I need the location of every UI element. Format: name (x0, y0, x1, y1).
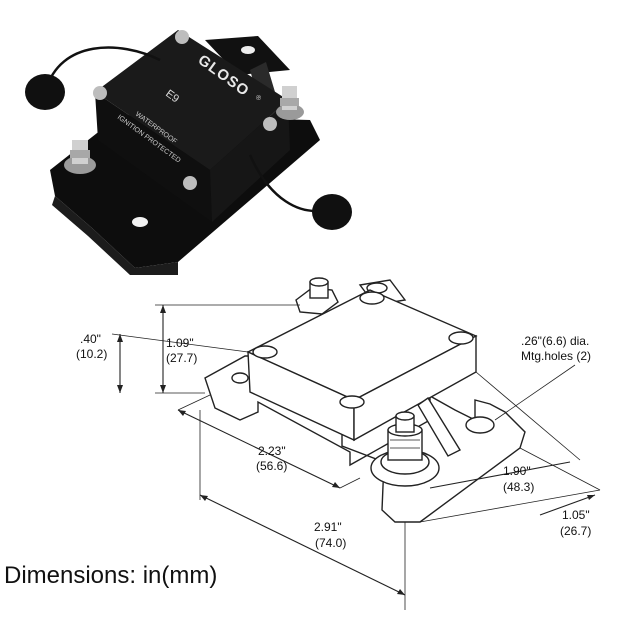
drawing-front-terminal-icon (370, 411, 440, 487)
photo-screw-icon (175, 30, 189, 44)
photo-screw-icon (263, 117, 277, 131)
photo-right-cap-icon (312, 194, 352, 230)
photo-screw-icon (93, 86, 107, 100)
dim-height-total-in: 1.09" (166, 336, 194, 350)
drawing-left-hole-icon (231, 372, 249, 384)
dim-height-base-in: .40" (80, 332, 101, 346)
drawing-rear-terminal-icon (295, 277, 339, 315)
dim-depth-body-mm: (48.3) (503, 480, 534, 494)
photo-right-terminal-icon (276, 86, 304, 120)
photo-left-terminal-icon (64, 140, 96, 174)
dim-length-total-mm: (74.0) (315, 536, 346, 550)
photo-left-cap-icon (25, 74, 65, 110)
breaker-photo: GLOSO ® E9 WATERPROOF IGNITION PROTECTED (25, 30, 352, 275)
dim-width-body-in: 2.23" (258, 444, 286, 458)
breaker-line-drawing (204, 277, 526, 523)
dim-height-total-mm: (27.7) (166, 351, 197, 365)
drawing-right-hole-icon (465, 416, 495, 434)
dim-depth-hole-in: 1.05" (562, 508, 590, 522)
dim-hole-diameter: .26"(6.6) dia. (521, 334, 589, 348)
photo-mount-hole-icon (132, 217, 148, 227)
dim-depth-hole-mm: (26.7) (560, 524, 591, 538)
dim-depth-body-in: 1.90" (503, 464, 531, 478)
dim-length-total-in: 2.91" (314, 520, 342, 534)
dim-hole-label: Mtg.holes (2) (521, 349, 591, 363)
dim-height-base-mm: (10.2) (76, 347, 107, 361)
dimension-lines (111, 304, 601, 610)
dim-width-body-mm: (56.6) (256, 459, 287, 473)
dimensions-caption: Dimensions: in(mm) (4, 562, 218, 589)
photo-body-top (95, 30, 288, 170)
photo-screw-icon (183, 176, 197, 190)
photo-brand-mark: ® (254, 93, 264, 103)
